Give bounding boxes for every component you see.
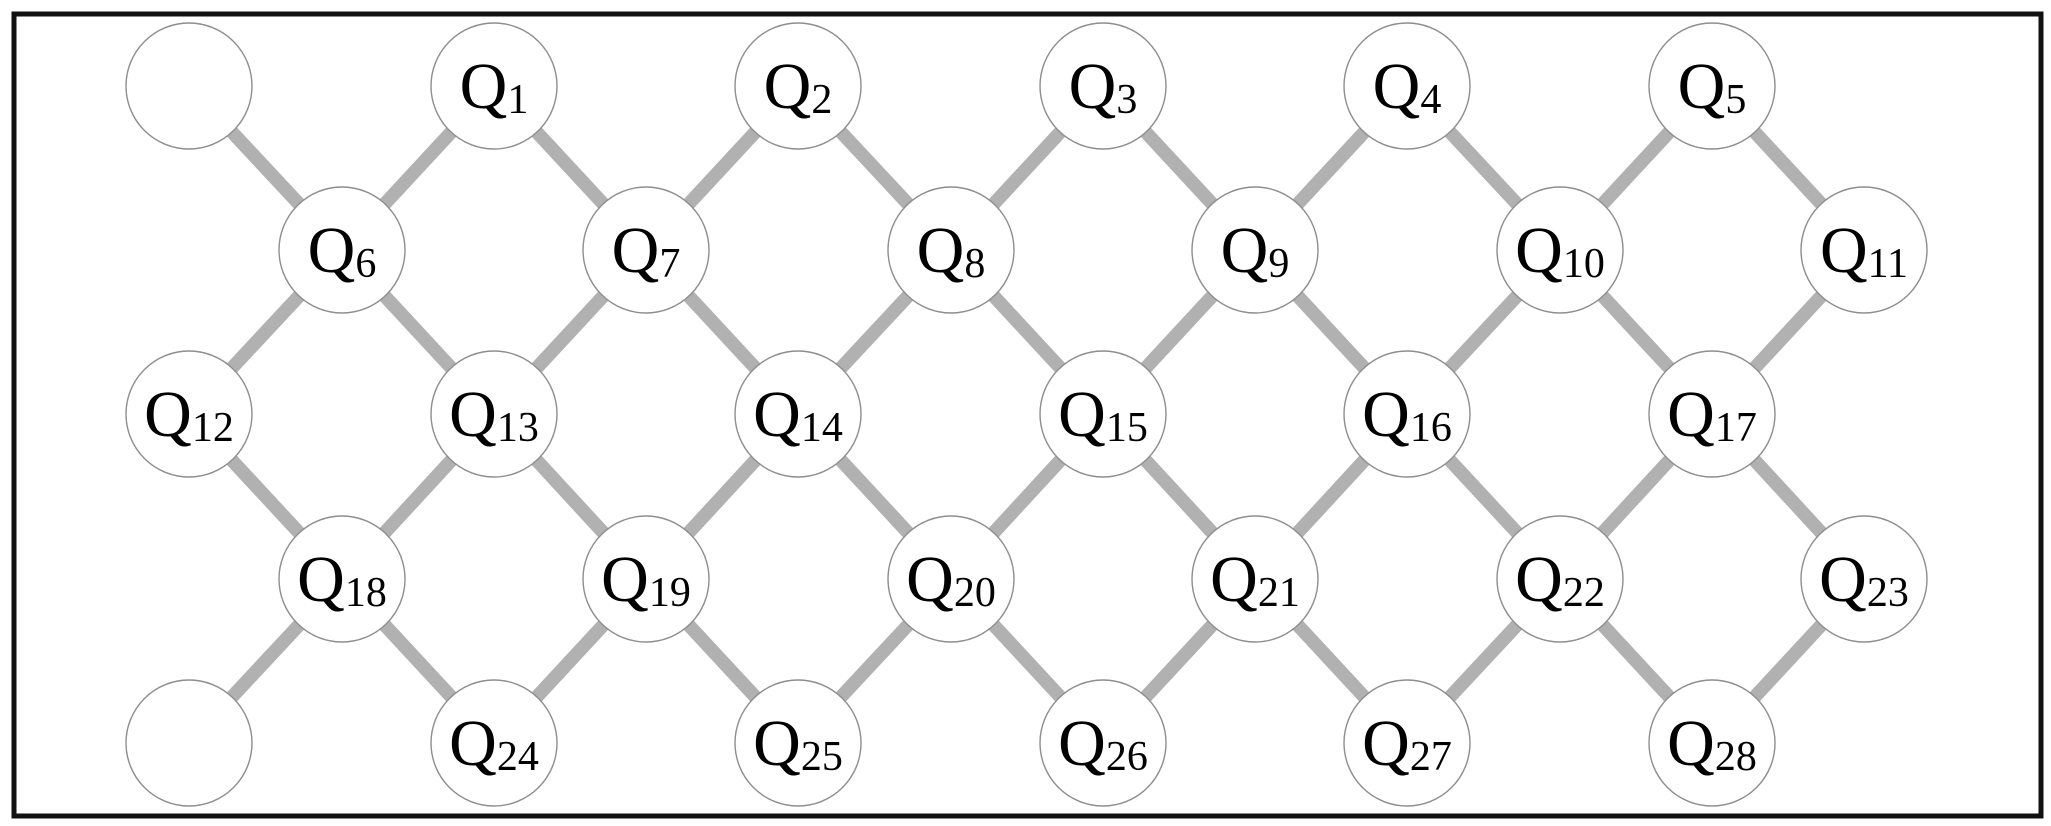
- qubit-label-Q20: Q20: [906, 543, 996, 616]
- qubit-label-Q26: Q26: [1058, 707, 1148, 780]
- qubit-node-Q16: [1343, 350, 1471, 478]
- qubit-label-Q12: Q12: [144, 378, 234, 451]
- qubit-node-Q5: [1648, 22, 1776, 150]
- qubit-node-Q21: [1191, 515, 1319, 643]
- qubit-node-Q13: [430, 350, 558, 478]
- qubit-node-Q9: [1191, 186, 1319, 314]
- qubit-node-Q10: [1496, 186, 1624, 314]
- qubit-node-Q8: [887, 186, 1015, 314]
- qubit-node-Q17: [1648, 350, 1776, 478]
- qubit-node-Q15: [1039, 350, 1167, 478]
- qubit-label-Q3: Q3: [1069, 50, 1138, 123]
- spare-bottom-left-node: [125, 679, 253, 807]
- qubit-label-Q7: Q7: [612, 214, 681, 287]
- qubit-label-Q21: Q21: [1210, 543, 1300, 616]
- qubit-label-Q8: Q8: [917, 214, 986, 287]
- figure-border: [11, 11, 2044, 819]
- qubit-node-Q18: [278, 515, 406, 643]
- qubit-node-Q25: [734, 679, 862, 807]
- qubit-label-Q1: Q1: [460, 50, 529, 123]
- qubit-label-Q22: Q22: [1515, 543, 1605, 616]
- qubit-label-Q18: Q18: [297, 543, 387, 616]
- qubit-label-Q10: Q10: [1515, 214, 1605, 287]
- qubit-label-Q27: Q27: [1362, 707, 1452, 780]
- qubit-label-Q2: Q2: [764, 50, 833, 123]
- qubit-nodes-layer: [125, 22, 1928, 807]
- qubit-label-Q16: Q16: [1362, 378, 1452, 451]
- qubit-node-Q6: [278, 186, 406, 314]
- qubit-label-Q28: Q28: [1667, 707, 1757, 780]
- qubit-label-Q5: Q5: [1678, 50, 1747, 123]
- qubit-label-Q4: Q4: [1373, 50, 1442, 123]
- qubit-label-Q13: Q13: [449, 378, 539, 451]
- qubit-label-Q14: Q14: [753, 378, 843, 451]
- qubit-label-Q19: Q19: [601, 543, 691, 616]
- qubit-label-Q11: Q11: [1820, 214, 1908, 287]
- qubit-label-Q15: Q15: [1058, 378, 1148, 451]
- qubit-node-Q12: [125, 350, 253, 478]
- qubit-node-Q1: [430, 22, 558, 150]
- qubit-label-Q24: Q24: [449, 707, 539, 780]
- qubit-label-Q9: Q9: [1221, 214, 1290, 287]
- qubit-node-Q20: [887, 515, 1015, 643]
- qubit-label-Q6: Q6: [308, 214, 377, 287]
- qubit-node-Q19: [582, 515, 710, 643]
- spare-top-left-node: [125, 22, 253, 150]
- qubit-node-Q28: [1648, 679, 1776, 807]
- qubit-node-Q23: [1800, 515, 1928, 643]
- qubit-node-Q26: [1039, 679, 1167, 807]
- qubit-node-Q4: [1343, 22, 1471, 150]
- qubit-node-Q22: [1496, 515, 1624, 643]
- qubit-node-Q7: [582, 186, 710, 314]
- qubit-label-Q17: Q17: [1667, 378, 1757, 451]
- qubit-node-Q24: [430, 679, 558, 807]
- qubit-node-Q14: [734, 350, 862, 478]
- qubit-node-Q2: [734, 22, 862, 150]
- qubit-node-Q11: [1800, 186, 1928, 314]
- qubit-label-Q25: Q25: [753, 707, 843, 780]
- qubit-node-Q27: [1343, 679, 1471, 807]
- qubit-node-Q3: [1039, 22, 1167, 150]
- qubit-label-Q23: Q23: [1819, 543, 1909, 616]
